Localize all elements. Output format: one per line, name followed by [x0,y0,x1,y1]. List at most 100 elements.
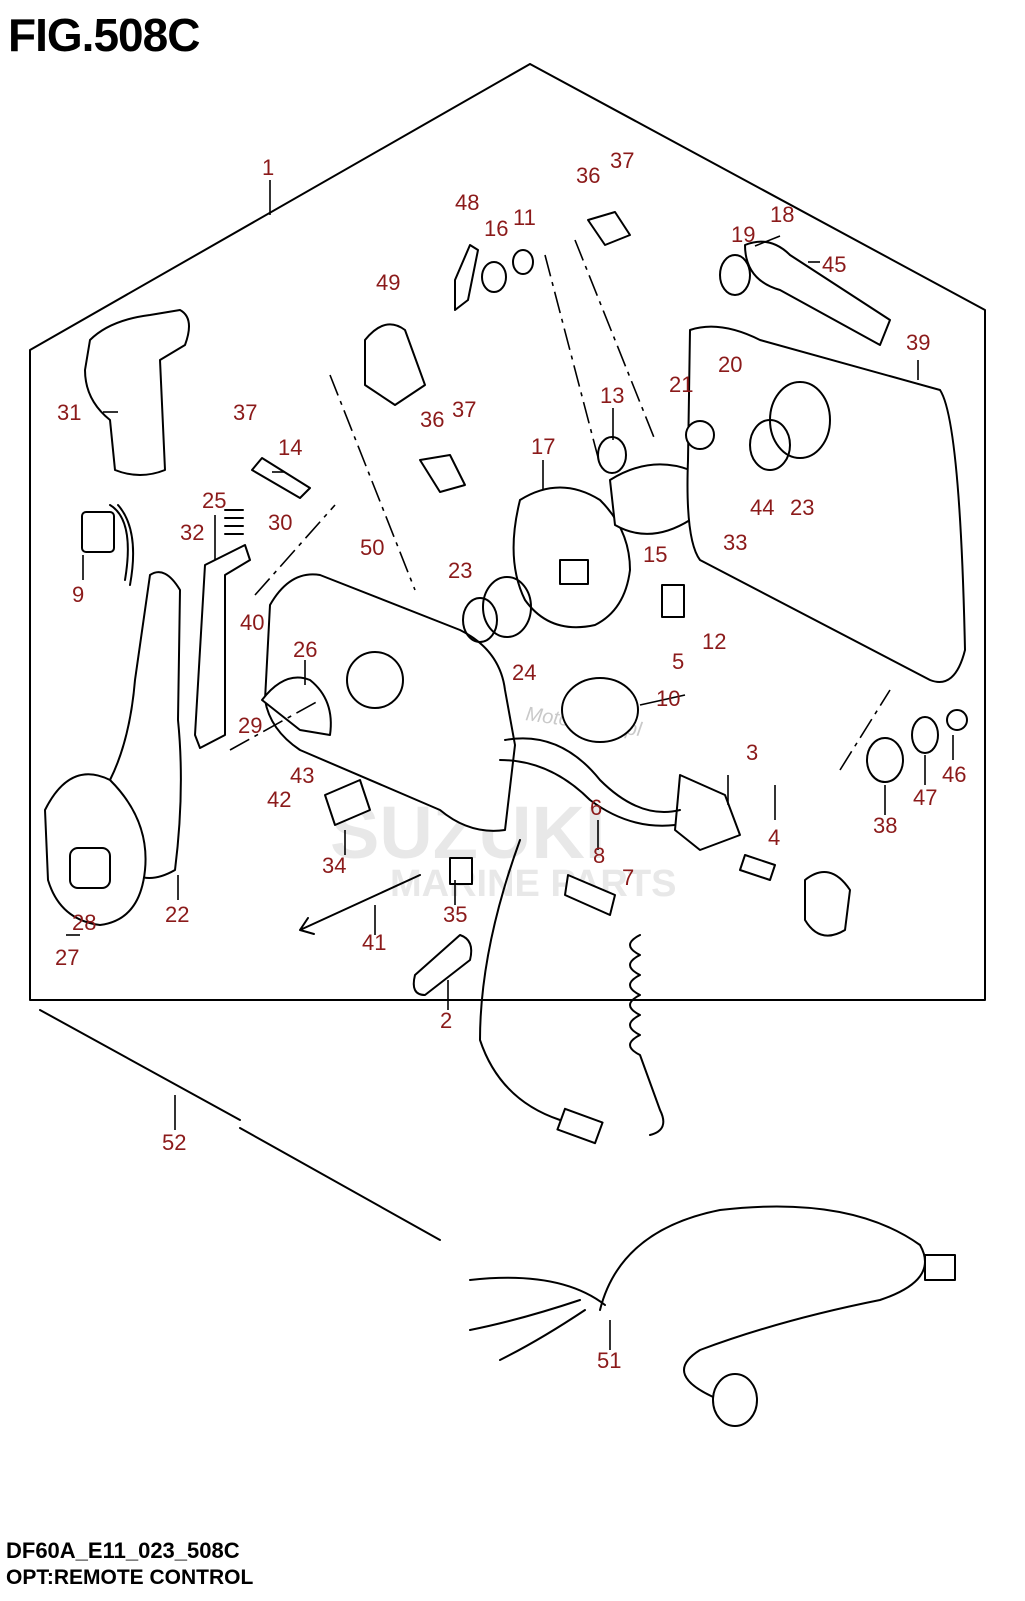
trim-switch [81,511,115,553]
bearing-ring [482,576,532,638]
guide-line-1 [329,374,416,591]
suzuki-emblem [69,847,111,889]
callout-36-mid: 36 [420,407,444,432]
callout-52: 52 [162,1130,186,1155]
washer-11 [512,249,534,275]
callout-35: 35 [443,902,467,927]
callout-38: 38 [873,813,897,838]
callout-29: 29 [238,713,262,738]
trim-connector [556,1107,604,1145]
trim-wire [479,839,561,1121]
callout-47: 47 [913,785,937,810]
callout-34: 34 [322,853,346,878]
switch-wires [109,504,135,586]
guide-line-2 [544,254,601,466]
guide-line-3 [574,239,656,441]
callout-37-mid: 37 [452,397,476,422]
callout-19: 19 [731,222,755,247]
callout-41: 41 [362,930,386,955]
stop-switch [564,874,616,916]
callout-48: 48 [455,190,479,215]
lanyard-cord [629,934,665,1136]
figure-code: DF60A_E11_023_508C [6,1538,240,1563]
callout-44: 44 [750,495,774,520]
housing-bore [346,651,404,709]
neutral-lever-bracket [364,323,426,406]
callout-18: 18 [770,202,794,227]
guide-line-5 [229,699,321,751]
callout-9: 9 [72,582,84,607]
callout-12: 12 [702,629,726,654]
pin [251,457,311,499]
harness-grommet [712,1373,758,1427]
lever-plate [194,544,251,749]
figure-caption: OPT:REMOTE CONTROL [6,1566,254,1589]
callout-11: 11 [513,205,536,230]
callout-21: 21 [669,372,693,397]
friction-knob [685,420,715,450]
callout-20: 20 [718,352,742,377]
callout-30: 30 [268,510,292,535]
callout-23-right: 23 [790,495,814,520]
callout-32: 32 [180,520,204,545]
rear-housing [686,325,966,683]
callout-27: 27 [55,945,79,970]
callout-14: 14 [278,435,302,460]
harness-plug [924,1254,956,1281]
throttle-arm [744,240,891,346]
callout-37-top: 37 [610,148,634,173]
callout-33: 33 [723,530,747,555]
watermark-sub: MARINE PARTS [390,863,676,905]
arm-washer [719,254,751,296]
neutral-cam [261,676,332,736]
callout-23-left: 23 [448,558,472,583]
mount-plate [412,934,473,996]
nut [946,709,968,731]
callout-43: 43 [290,763,314,788]
spacer-16 [481,261,507,293]
ignition-switch [674,774,741,851]
callout-22: 22 [165,902,189,927]
callout-36-top: 36 [576,163,600,188]
ignition-key [739,854,776,881]
callout-8: 8 [593,843,605,868]
callout-42: 42 [267,787,291,812]
callout-1: 1 [262,155,274,180]
callout-17: 17 [531,434,555,459]
detent-plate [609,463,691,535]
callout-51: 51 [597,1348,621,1373]
callout-50: 50 [360,535,384,560]
callout-46: 46 [942,762,966,787]
callout-2: 2 [440,1008,452,1033]
callout-13: 13 [600,383,624,408]
bushing-right [749,419,791,471]
link-36-top [587,211,631,246]
gear-plate-hub [559,559,589,585]
callout-4: 4 [768,825,780,850]
shift-arm [597,436,627,474]
guide-line-6 [839,689,891,771]
callouts: 1 2 3 4 5 6 7 8 9 10 11 12 13 14 15 16 1… [55,148,966,1373]
connector-clip [449,857,473,885]
main-harness [599,1205,926,1401]
harness-branches [469,1276,606,1361]
control-cable-b [239,1127,441,1241]
control-cable-a [39,1009,241,1121]
guide-line-4 [254,504,336,596]
neutral-switch-module [561,677,639,743]
callout-6: 6 [590,795,602,820]
switch-harness [499,737,681,827]
callout-24: 24 [512,660,536,685]
micro-switch [661,584,685,618]
callout-5: 5 [672,649,684,674]
callout-37-left: 37 [233,400,257,425]
long-screw [299,874,421,935]
callout-26: 26 [293,637,317,662]
callout-3: 3 [746,740,758,765]
bracket-clip [324,779,371,826]
gear-plate [512,486,631,629]
leader-lines [66,180,954,1350]
handle-grip [84,309,190,476]
callout-31: 31 [57,400,81,425]
